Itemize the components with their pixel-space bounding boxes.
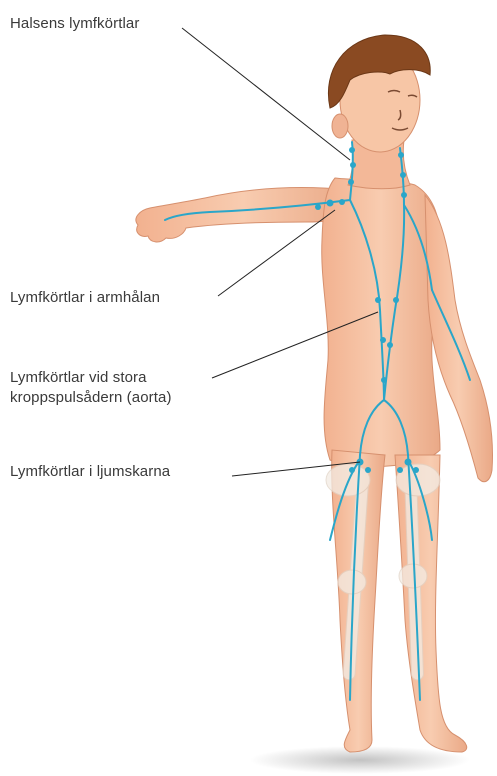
ear <box>332 114 348 138</box>
left-arm <box>136 188 350 242</box>
label-aorta-line2: kroppspulsådern (aorta) <box>10 388 172 408</box>
label-neck-lymph-nodes: Halsens lymfkörtlar <box>10 14 139 34</box>
label-aorta-lymph-nodes: Lymfkörtlar vid stora kroppspulsådern (a… <box>10 368 172 408</box>
leader-line-neck <box>182 28 350 160</box>
label-aorta-line1: Lymfkörtlar vid stora <box>10 368 172 388</box>
label-groin-lymph-nodes: Lymfkörtlar i ljumskarna <box>10 462 170 482</box>
label-armpit-lymph-nodes: Lymfkörtlar i armhålan <box>10 288 160 308</box>
